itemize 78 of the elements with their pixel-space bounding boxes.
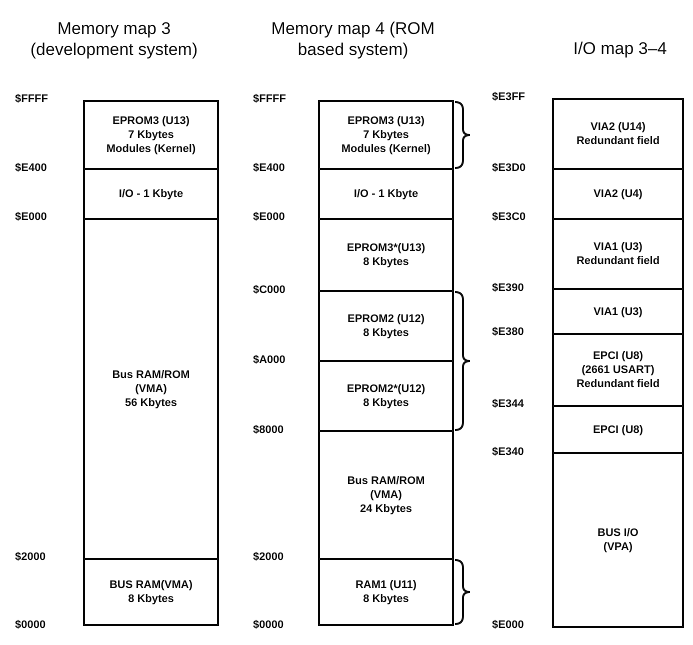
region-label: VIA2 (U14) xyxy=(590,120,646,134)
address-label: $C000 xyxy=(253,284,286,296)
address-label: $E3D0 xyxy=(492,162,526,174)
region-label: 8 Kbytes xyxy=(363,326,409,340)
region-label: I/O - 1 Kbyte xyxy=(118,187,184,201)
address-label: $E390 xyxy=(492,282,524,294)
region-label: Bus RAM/ROM xyxy=(347,474,425,488)
region-label: 8 Kbytes xyxy=(128,592,174,606)
address-label: $E380 xyxy=(492,326,524,338)
memory-region-box xyxy=(318,290,454,362)
region-label: Redundant field xyxy=(576,377,660,391)
memory-region-box xyxy=(552,168,684,220)
memory-region-box xyxy=(552,333,684,407)
address-label: $A000 xyxy=(253,354,286,366)
region-label: 8 Kbytes xyxy=(363,255,409,269)
memory-region-box xyxy=(552,218,684,290)
address-label: $FFFF xyxy=(253,93,286,105)
region-label: BUS RAM(VMA) xyxy=(109,578,193,592)
region-label: RAM1 (U11) xyxy=(355,578,417,592)
region-label: EPCI (U8) xyxy=(592,422,644,436)
address-label: $E3C0 xyxy=(492,211,526,223)
region-label: VIA2 (U4) xyxy=(594,187,642,201)
address-label: $0000 xyxy=(253,619,284,631)
region-label: Modules (Kernel) xyxy=(106,142,196,156)
map-heading: Memory map 3 (development system) xyxy=(29,18,199,60)
map-heading: I/O map 3–4 xyxy=(572,38,668,59)
memory-region-box xyxy=(83,100,219,170)
address-label: $2000 xyxy=(15,551,46,563)
region-label: Redundant field xyxy=(576,134,660,148)
address-label: $0000 xyxy=(15,619,46,631)
address-label: $E3FF xyxy=(492,91,526,103)
address-label: $E340 xyxy=(492,446,524,458)
region-label: (VPA) xyxy=(603,540,633,554)
map-heading: Memory map 4 (ROM based system) xyxy=(270,18,436,60)
memory-region-box xyxy=(552,98,684,170)
region-label: BUS I/O xyxy=(598,526,638,540)
region-label: (VMA) xyxy=(135,382,167,396)
region-label: I/O - 1 Kbyte xyxy=(354,187,418,201)
address-label: $E000 xyxy=(492,619,524,631)
memory-region-box xyxy=(83,218,219,560)
region-label: 8 Kbytes xyxy=(363,396,409,410)
region-label: 7 Kbytes xyxy=(128,128,174,142)
region-label: EPROM2 (U12) xyxy=(347,312,425,326)
memory-region-box xyxy=(318,360,454,432)
region-label: EPROM2*(U12) xyxy=(346,382,426,396)
address-label: $E000 xyxy=(253,211,285,223)
address-label: $E400 xyxy=(15,162,47,174)
address-label: $E000 xyxy=(15,211,47,223)
memory-region-box xyxy=(83,168,219,220)
region-label: EPCI (U8) xyxy=(592,349,644,363)
region-label: 7 Kbytes xyxy=(363,128,409,142)
region-label: Redundant field xyxy=(576,254,660,268)
memory-region-box xyxy=(318,100,454,170)
address-label: $8000 xyxy=(253,424,284,436)
region-label: (2661 USART) xyxy=(582,363,654,377)
memory-region-box xyxy=(83,558,219,626)
region-label: Bus RAM/ROM xyxy=(112,368,190,382)
region-label: 24 Kbytes xyxy=(360,502,412,516)
memory-region-box xyxy=(318,218,454,292)
region-label: 8 Kbytes xyxy=(363,592,409,606)
address-label: $E400 xyxy=(253,162,285,174)
memory-region-box xyxy=(318,168,454,220)
region-label: EPROM3 (U13) xyxy=(347,114,425,128)
region-label: 56 Kbytes xyxy=(125,396,177,410)
address-label: $2000 xyxy=(253,551,284,563)
region-label: EPROM3*(U13) xyxy=(346,241,426,255)
memory-region-box xyxy=(552,452,684,628)
address-label: $E344 xyxy=(492,398,524,410)
memory-region-box xyxy=(552,288,684,335)
region-label: (VMA) xyxy=(370,488,402,502)
region-label: VIA1 (U3) xyxy=(594,240,642,254)
memory-region-box xyxy=(552,405,684,454)
memory-region-box xyxy=(318,558,454,626)
region-label: Modules (Kernel) xyxy=(341,142,431,156)
memory-region-box xyxy=(318,430,454,560)
region-label: EPROM3 (U13) xyxy=(112,114,190,128)
region-label: VIA1 (U3) xyxy=(594,304,642,318)
address-label: $FFFF xyxy=(15,93,48,105)
